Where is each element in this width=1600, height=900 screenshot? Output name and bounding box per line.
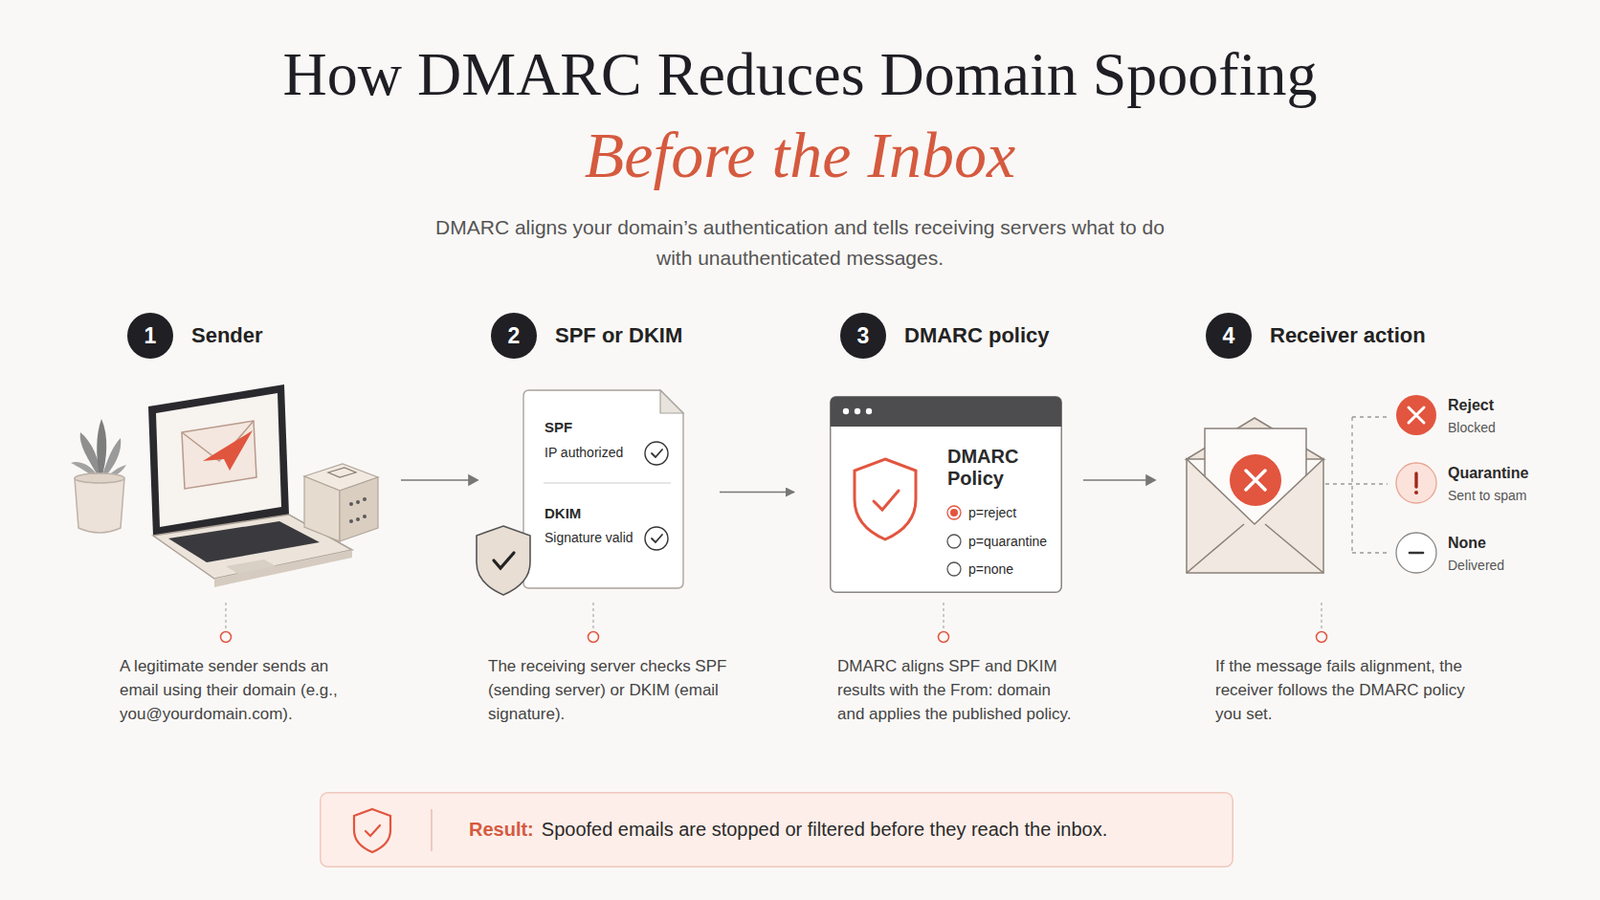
- step-badge: 3 DMARC policy: [840, 312, 1050, 359]
- check-name: DKIM: [544, 505, 581, 522]
- title: How DMARC Reduces Domain Spoofing: [0, 36, 1600, 113]
- check-detail: IP authorized: [544, 444, 623, 461]
- step-description: A legitimate sender sends an email using…: [119, 654, 371, 727]
- action-option: QuarantineSent to spam: [1395, 462, 1587, 509]
- step-heading: DMARC policy: [904, 323, 1050, 349]
- flow-arrow: [719, 491, 795, 494]
- action-option: NoneDelivered: [1395, 532, 1587, 578]
- leader: [221, 602, 1328, 644]
- result-text: Result: Spoofed emails are stopped or fil…: [468, 792, 1221, 868]
- result-banner: Result: Spoofed emails are stopped or fil…: [319, 792, 1234, 868]
- step-number: 1: [127, 312, 174, 359]
- step-heading: Receiver action: [1269, 323, 1426, 349]
- action-result: Delivered: [1447, 555, 1505, 576]
- action-name: Quarantine: [1447, 464, 1529, 484]
- policy-title: DMARC Policy: [947, 445, 1055, 490]
- laptop: [148, 384, 353, 588]
- check-detail: Signature valid: [544, 530, 634, 546]
- step-description: DMARC aligns SPF and DKIM results with t…: [837, 654, 1082, 727]
- step-description: If the message fails alignment, the rece…: [1215, 654, 1467, 727]
- window-outline: [829, 396, 1063, 594]
- result-label: Result:: [468, 819, 534, 842]
- step-number: 3: [840, 312, 887, 359]
- step-heading: Sender: [191, 323, 264, 349]
- server-box: [304, 464, 378, 542]
- check-name: SPF: [544, 419, 573, 436]
- step-badge: 1 Sender: [127, 312, 264, 359]
- action-icon: [1395, 532, 1438, 575]
- action-result: Sent to spam: [1447, 486, 1528, 506]
- action-name: Reject: [1447, 396, 1494, 416]
- envelope: [1186, 418, 1324, 574]
- title-accent: Before the Inbox: [0, 114, 1600, 196]
- action-name: None: [1447, 533, 1487, 554]
- plant: [70, 419, 127, 534]
- action-icon: [1395, 462, 1438, 505]
- step-number: 2: [490, 312, 537, 359]
- auth-check-card: SPF IP authorizedDKIM Signature valid: [523, 390, 684, 589]
- step-heading: SPF or DKIM: [555, 323, 683, 349]
- action-result: Blocked: [1447, 418, 1496, 438]
- subtitle: DMARC aligns your domain’s authenticatio…: [426, 212, 1174, 274]
- policy-option: p=quarantine: [968, 533, 1047, 551]
- bracket: [1325, 417, 1388, 554]
- step-number: 4: [1205, 312, 1252, 359]
- policy-window: DMARC Policy p=reject p=quarantine p=none: [829, 396, 1063, 594]
- step-description: The receiving server checks SPF (sending…: [488, 654, 739, 727]
- action-icon: [1395, 394, 1438, 437]
- policy-option: p=reject: [968, 504, 1017, 522]
- policy-option: p=none: [968, 560, 1014, 578]
- step-badge: 2 SPF or DKIM: [490, 312, 683, 359]
- step-badge: 4 Receiver action: [1205, 312, 1426, 359]
- action-option: RejectBlocked: [1395, 394, 1587, 441]
- result-sentence: Spoofed emails are stopped or filtered b…: [541, 819, 1108, 842]
